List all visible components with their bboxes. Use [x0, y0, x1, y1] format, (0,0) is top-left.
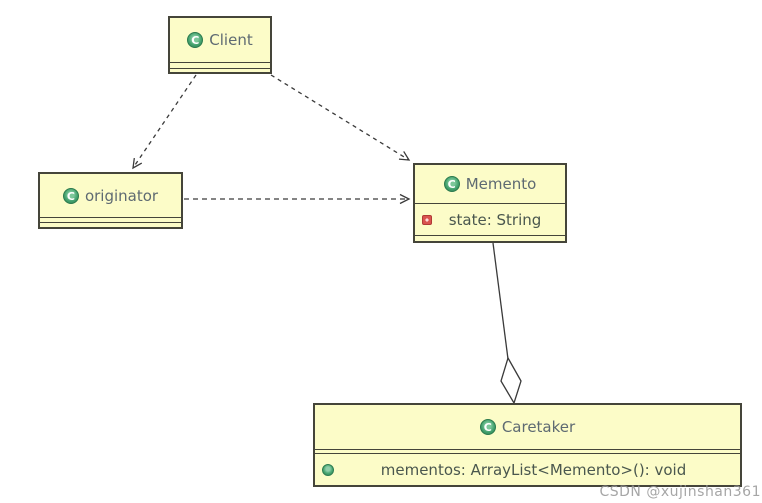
class-icon: C [479, 419, 496, 435]
field-label: state: String [448, 210, 542, 229]
class-node-caretaker: C Caretaker mementos: ArrayList<Memento>… [313, 403, 742, 487]
class-name-label: Memento [465, 175, 537, 193]
csdn-watermark: CSDN @xujinshan361 [599, 484, 761, 500]
edge-client-to-originator-dashed-arrow [132, 74, 197, 170]
class-name-label: Caretaker [501, 418, 576, 436]
edge-memento-to-caretaker-solid-line [492, 242, 509, 360]
aggregation-diamond [500, 356, 522, 405]
fields-compartment-empty [40, 217, 181, 222]
methods-compartment-empty [170, 68, 270, 74]
method-label: mementos: ArrayList<Memento>(): void [380, 460, 687, 479]
class-node-client: C Client [168, 16, 272, 74]
methods-compartment-empty [415, 235, 565, 242]
public-method-icon [322, 463, 334, 476]
private-field-icon [422, 214, 432, 225]
method-row-mementos: mementos: ArrayList<Memento>(): void [315, 453, 740, 485]
class-title-client: C Client [170, 18, 270, 62]
class-node-originator: C originator [38, 172, 183, 229]
class-title-memento: C Memento [415, 165, 565, 203]
class-title-originator: C originator [40, 174, 181, 217]
methods-compartment-empty [40, 222, 181, 227]
edge-client-to-memento-dashed-arrow [270, 74, 411, 161]
class-node-memento: C Memento state: String [413, 163, 567, 243]
class-icon: C [443, 176, 460, 192]
class-title-caretaker: C Caretaker [315, 405, 740, 449]
class-icon: C [62, 187, 79, 204]
fields-compartment-empty [170, 62, 270, 68]
fields-compartment-empty [315, 449, 740, 453]
class-name-label: Client [209, 31, 253, 49]
class-name-label: originator [84, 186, 159, 205]
class-icon: C [187, 32, 204, 48]
field-row-state: state: String [415, 203, 565, 235]
